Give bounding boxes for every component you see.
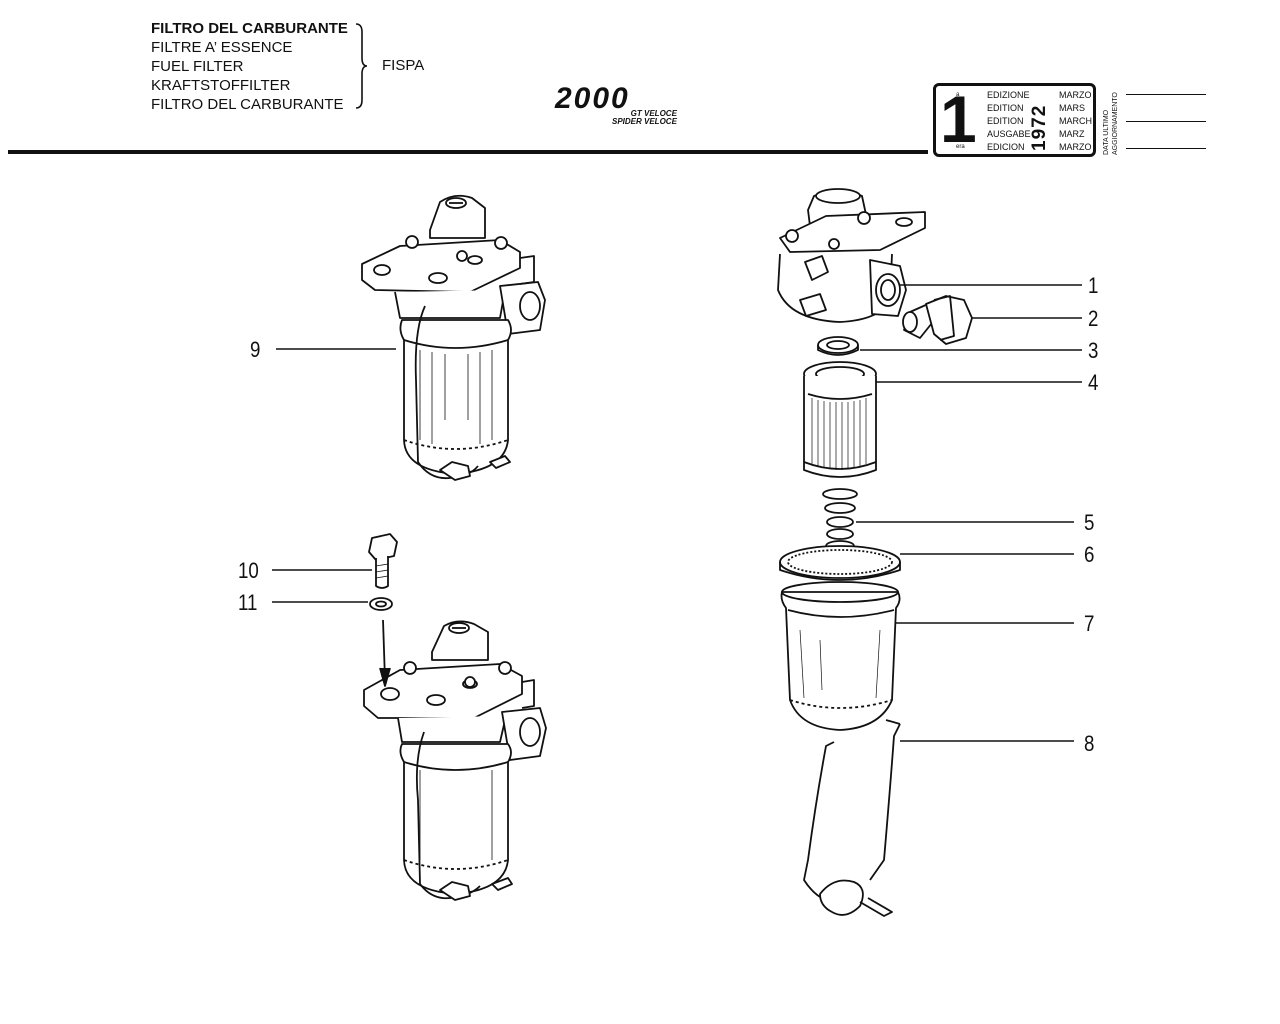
callout-2: 2 bbox=[1088, 306, 1099, 331]
update-line bbox=[1126, 121, 1206, 122]
edition-sup: ere bbox=[956, 105, 965, 111]
callout-8: 8 bbox=[1084, 731, 1095, 756]
edition-sup: . bbox=[956, 131, 958, 137]
model-variant-gt: GT VELOCE bbox=[630, 109, 677, 118]
part-8-wire-clip bbox=[803, 719, 901, 917]
part-5-spring bbox=[822, 488, 858, 552]
leader-lines bbox=[272, 284, 1082, 742]
title-block: FILTRO DEL CARBURANTE FILTRE A’ ESSENCE … bbox=[151, 19, 348, 114]
callout-7: 7 bbox=[1084, 611, 1095, 636]
part-2-union bbox=[902, 295, 973, 345]
title-spanish: FILTRO DEL CARBURANTE bbox=[151, 96, 344, 113]
title-italian: FILTRO DEL CARBURANTE bbox=[151, 20, 348, 37]
model-variants: GT VELOCE SPIDER VELOCE bbox=[612, 110, 677, 126]
edition-number: 1 bbox=[940, 82, 977, 156]
callout-1: 1 bbox=[1088, 273, 1099, 298]
assembled-filter-top bbox=[361, 194, 546, 481]
edition-month: MARCH bbox=[1059, 116, 1092, 126]
part-3-seal bbox=[817, 336, 859, 356]
edition-superscripts: a ere st . era bbox=[956, 89, 965, 154]
callout-3: 3 bbox=[1088, 338, 1099, 363]
model-variant-spider: SPIDER VELOCE bbox=[612, 117, 677, 126]
edition-month: MARS bbox=[1059, 103, 1086, 113]
edition-word: AUSGABE bbox=[987, 129, 1031, 139]
edition-word: EDITION bbox=[987, 103, 1024, 113]
callout-9: 9 bbox=[250, 337, 261, 362]
callout-4: 4 bbox=[1088, 370, 1099, 395]
edition-month: MARZO bbox=[1059, 142, 1092, 152]
edition-sup: era bbox=[956, 144, 965, 150]
edition-month: MARZO bbox=[1059, 90, 1092, 100]
edition-words: EDIZIONE EDITION EDITION AUSGABE EDICION bbox=[987, 89, 1031, 154]
callout-5: 5 bbox=[1084, 510, 1095, 535]
part-1-filter-head bbox=[777, 188, 926, 323]
bolt-and-washer bbox=[368, 533, 398, 611]
edition-word: EDIZIONE bbox=[987, 90, 1030, 100]
assembled-filter-bottom bbox=[363, 619, 547, 901]
edition-word: EDITION bbox=[987, 116, 1024, 126]
edition-month: MARZ bbox=[1059, 129, 1085, 139]
part-7-glass-bowl bbox=[780, 581, 901, 731]
manufacturer-label: FISPA bbox=[382, 57, 425, 74]
title-french: FILTRE A’ ESSENCE bbox=[151, 39, 293, 56]
edition-word: EDICION bbox=[987, 142, 1025, 152]
update-line bbox=[1126, 148, 1206, 149]
brace-icon bbox=[355, 23, 368, 109]
edition-sup: a bbox=[956, 92, 960, 98]
header-rule bbox=[8, 150, 928, 154]
callout-6: 6 bbox=[1084, 542, 1095, 567]
edition-box bbox=[933, 83, 1096, 157]
edition-sup: st bbox=[956, 118, 961, 124]
update-line bbox=[1126, 94, 1206, 95]
callout-11: 11 bbox=[238, 590, 258, 615]
part-6-gasket bbox=[779, 545, 901, 581]
title-german: KRAFTSTOFFILTER bbox=[151, 77, 291, 94]
edition-months: MARZO MARS MARCH MARZ MARZO bbox=[1059, 89, 1092, 154]
part-4-filter-element bbox=[803, 361, 877, 478]
title-english: FUEL FILTER bbox=[151, 58, 244, 75]
model-logo: 2000 bbox=[555, 82, 630, 115]
callout-10: 10 bbox=[238, 558, 259, 583]
